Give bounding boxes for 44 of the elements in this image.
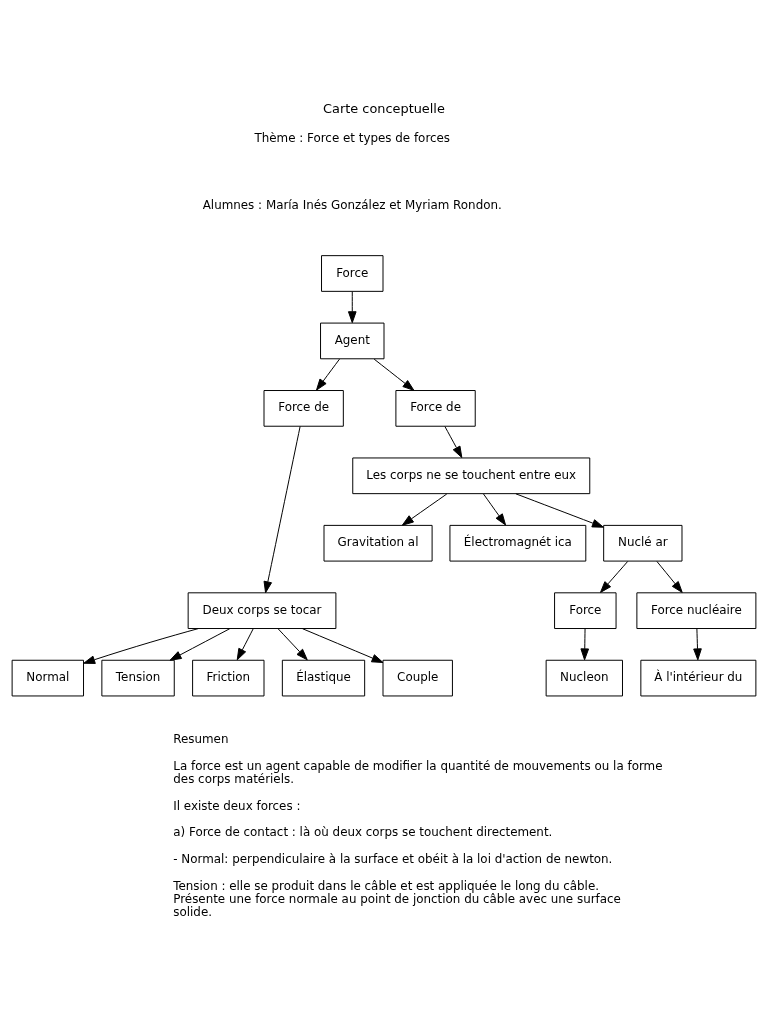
node-box: Tension	[101, 659, 175, 697]
arrow	[656, 560, 683, 593]
node-box: Force	[554, 592, 617, 629]
arrow	[263, 425, 301, 594]
node-box: Force	[321, 255, 384, 292]
node-box: Deux corps se tocar	[187, 592, 337, 629]
node-box: Normal	[11, 659, 84, 697]
node-box: Friction	[192, 659, 265, 697]
node-box: Force de	[263, 390, 344, 427]
node-box: Gravitation al	[323, 524, 433, 562]
label: Tension : elle se produit dans le câble et est appliquée le long du câble. Présente une force normale au point de jonction du câble avec une surface solide.	[173, 878, 621, 919]
arrow	[483, 493, 507, 526]
arrow	[401, 493, 448, 526]
arrow	[236, 628, 254, 661]
label: Alumnes : María Inés González et Myriam Rondon.	[202, 198, 502, 213]
arrow	[302, 628, 384, 663]
node-box: Agent	[320, 322, 385, 360]
node-box: Les corps ne se touchent entre eux	[352, 457, 591, 495]
arrow	[515, 493, 604, 528]
arrow	[277, 628, 308, 661]
arrow	[444, 426, 463, 458]
arrow	[169, 628, 231, 661]
label: a) Force de contact : là où deux corps se touchent directement.	[173, 825, 553, 840]
node-box: Nucleon	[545, 659, 623, 697]
arrow	[316, 358, 340, 391]
node-box: Élastique	[281, 659, 366, 697]
node-box: Couple	[382, 659, 453, 697]
label: Il existe deux forces :	[173, 798, 301, 813]
diagram-title: Carte conceptuelle	[323, 101, 445, 117]
node-box: Force de	[395, 390, 476, 427]
arrow	[693, 628, 702, 661]
label: Resumen	[173, 732, 229, 747]
label: La force est un agent capable de modifier la quantité de mouvements ou la forme des corps matériels.	[173, 758, 663, 786]
label: - Normal: perpendiculaire à la surface et obéit à la loi d'action de newton.	[173, 852, 613, 867]
label: Thème : Force et types de forces	[254, 130, 451, 145]
node-box: À l'intérieur du	[640, 659, 757, 697]
arrow	[347, 291, 357, 324]
node-box: Nuclé ar	[603, 524, 683, 562]
arrow	[83, 628, 199, 664]
node-box: Force nucléaire	[636, 592, 757, 629]
arrow	[600, 560, 629, 593]
arrow	[580, 628, 590, 661]
arrow	[373, 358, 415, 391]
node-box: Électromagnét ica	[449, 524, 587, 562]
